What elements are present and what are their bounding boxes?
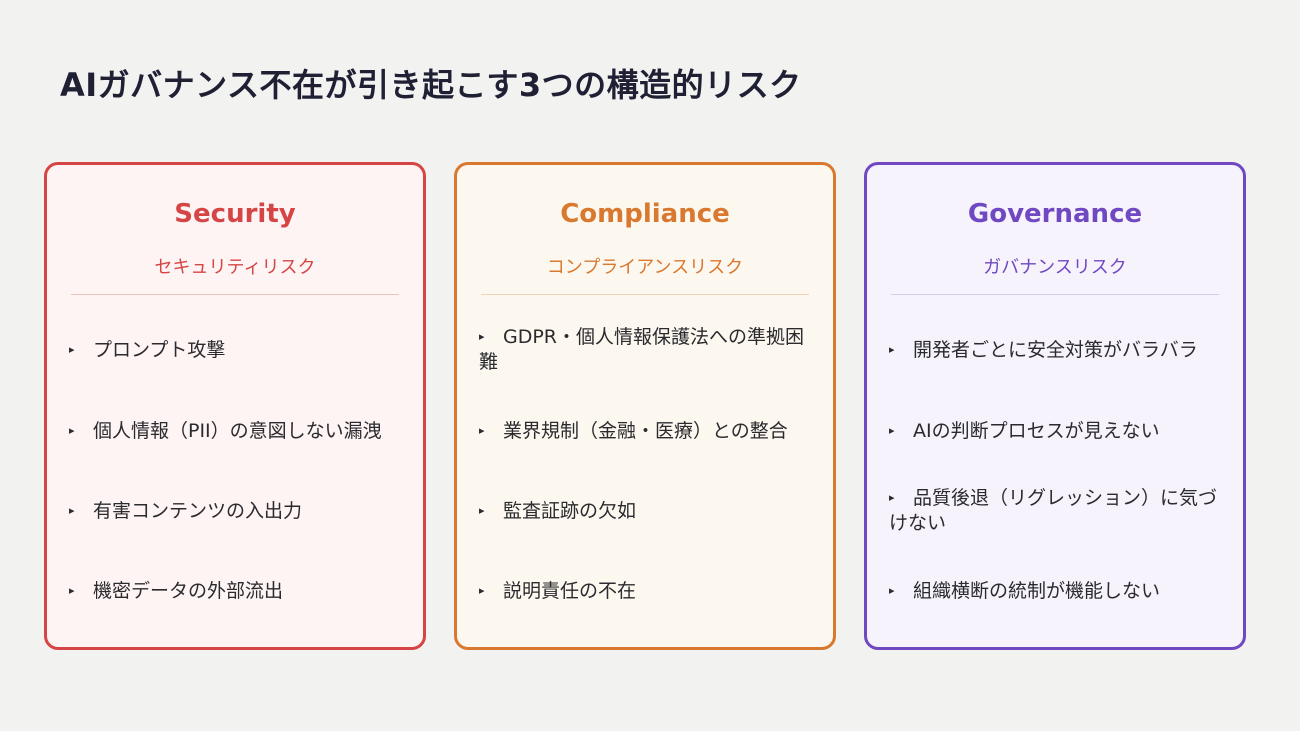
risk-item-text: 品質後退（リグレッション）に気づけない	[889, 487, 1218, 534]
risk-item-text: 業界規制（金融・医療）との整合	[503, 420, 788, 442]
risk-item: ▸ プロンプト攻撃	[69, 337, 409, 363]
card-divider	[891, 294, 1219, 295]
risk-item: ▸ AIの判断プロセスが見えない	[889, 418, 1229, 444]
risk-item-text: 組織横断の統制が機能しない	[913, 580, 1161, 602]
risk-item-text: 開発者ごとに安全対策がバラバラ	[913, 339, 1198, 361]
risk-item-text: 監査証跡の欠如	[503, 500, 637, 522]
bullet-icon: ▸	[889, 491, 895, 504]
risk-item-text: 有害コンテンツの入出力	[93, 500, 303, 522]
bullet-icon: ▸	[889, 584, 895, 597]
card-divider	[71, 294, 399, 295]
risk-item: ▸ 説明責任の不在	[479, 578, 819, 604]
card-subtitle: コンプライアンスリスク	[546, 257, 744, 278]
page-title: AIガバナンス不在が引き起こす3つの構造的リスク	[60, 66, 802, 104]
risk-item-text: プロンプト攻撃	[93, 339, 226, 361]
risk-item: ▸品質後退（リグレッション）に気づけない	[889, 485, 1229, 536]
risk-item: ▸ 機密データの外部流出	[69, 578, 409, 604]
risk-item-text: GDPR・個人情報保護法への準拠困難	[479, 326, 805, 373]
risk-item-text: 説明責任の不在	[503, 580, 637, 602]
card-subtitle: セキュリティリスク	[154, 257, 316, 278]
bullet-icon: ▸	[479, 504, 485, 517]
bullet-icon: ▸	[479, 424, 485, 437]
risk-item: ▸ 業界規制（金融・医療）との整合	[479, 418, 819, 444]
risk-item-text: 個人情報（PII）の意図しない漏洩	[93, 420, 382, 442]
risk-item: ▸ 有害コンテンツの入出力	[69, 498, 409, 524]
card-subtitle: ガバナンスリスク	[983, 257, 1127, 278]
card-security: Security セキュリティリスク ▸ プロンプト攻撃 ▸ 個人情報（PII）の意…	[44, 162, 426, 650]
risk-item-text: 機密データの外部流出	[93, 580, 284, 602]
card-divider	[481, 294, 809, 295]
card-governance: Governance ガバナンスリスク ▸ 開発者ごとに安全対策がバラバラ ▸ AI…	[864, 162, 1246, 650]
risk-item: ▸ 開発者ごとに安全対策がバラバラ	[889, 337, 1229, 363]
card-title: Compliance	[560, 199, 730, 229]
risk-item: ▸ 組織横断の統制が機能しない	[889, 578, 1229, 604]
bullet-icon: ▸	[69, 584, 75, 597]
card-title: Governance	[967, 199, 1143, 229]
bullet-icon: ▸	[479, 584, 485, 597]
bullet-icon: ▸	[889, 424, 895, 437]
risk-cards: Security セキュリティリスク ▸ プロンプト攻撃 ▸ 個人情報（PII）の意…	[44, 162, 1250, 654]
bullet-icon: ▸	[69, 424, 75, 437]
card-title: Security	[174, 199, 296, 229]
risk-item: ▸ 個人情報（PII）の意図しない漏洩	[69, 418, 409, 444]
risk-item: ▸ 監査証跡の欠如	[479, 498, 819, 524]
risk-item: ▸GDPR・個人情報保護法への準拠困難	[479, 324, 819, 375]
bullet-icon: ▸	[889, 343, 895, 356]
bullet-icon: ▸	[69, 504, 75, 517]
bullet-icon: ▸	[479, 330, 485, 343]
bullet-icon: ▸	[69, 343, 75, 356]
card-compliance: Compliance コンプライアンスリスク ▸GDPR・個人情報保護法への準拠…	[454, 162, 836, 650]
risk-item-text: AIの判断プロセスが見えない	[913, 420, 1160, 442]
